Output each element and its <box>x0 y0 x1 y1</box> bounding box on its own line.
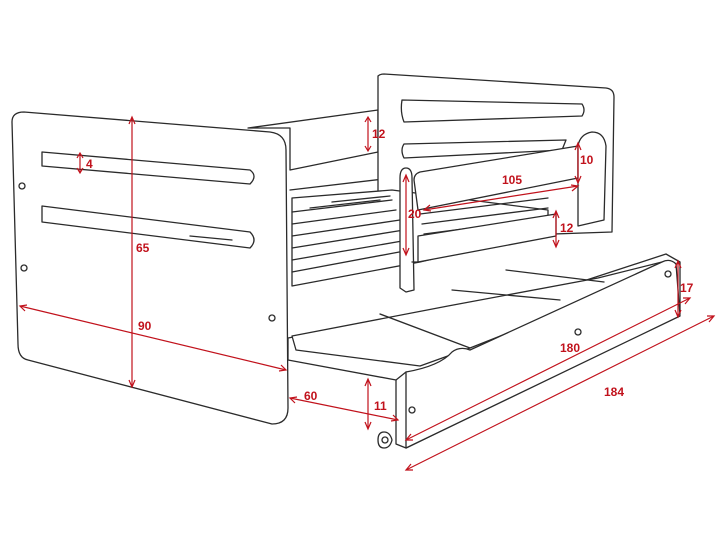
drawer <box>287 253 681 449</box>
dim-rail-gap: 20 <box>408 207 422 221</box>
dim-bed-width: 90 <box>138 319 152 333</box>
dim-guard-length: 105 <box>502 173 522 187</box>
dimension-labels: 4 12 65 90 60 11 10 105 20 12 17 180 184 <box>86 127 694 413</box>
dim-side-rail-height: 10 <box>580 153 594 167</box>
dim-headboard-height: 65 <box>136 241 150 255</box>
dim-drawer-front-height: 17 <box>680 281 694 295</box>
headboard <box>11 111 289 425</box>
dim-drawer-height: 11 <box>374 399 387 413</box>
dimension-lines <box>18 115 716 471</box>
dim-lower-rail-height: 12 <box>560 221 574 235</box>
back-side-rail <box>247 109 393 191</box>
dim-drawer-depth: 60 <box>304 389 318 403</box>
dim-headboard-slot-height: 4 <box>86 157 93 171</box>
dim-back-rail-height: 12 <box>372 127 386 141</box>
dim-bed-length: 184 <box>604 385 624 399</box>
safety-guard <box>399 131 607 293</box>
dim-drawer-length: 180 <box>560 341 580 355</box>
